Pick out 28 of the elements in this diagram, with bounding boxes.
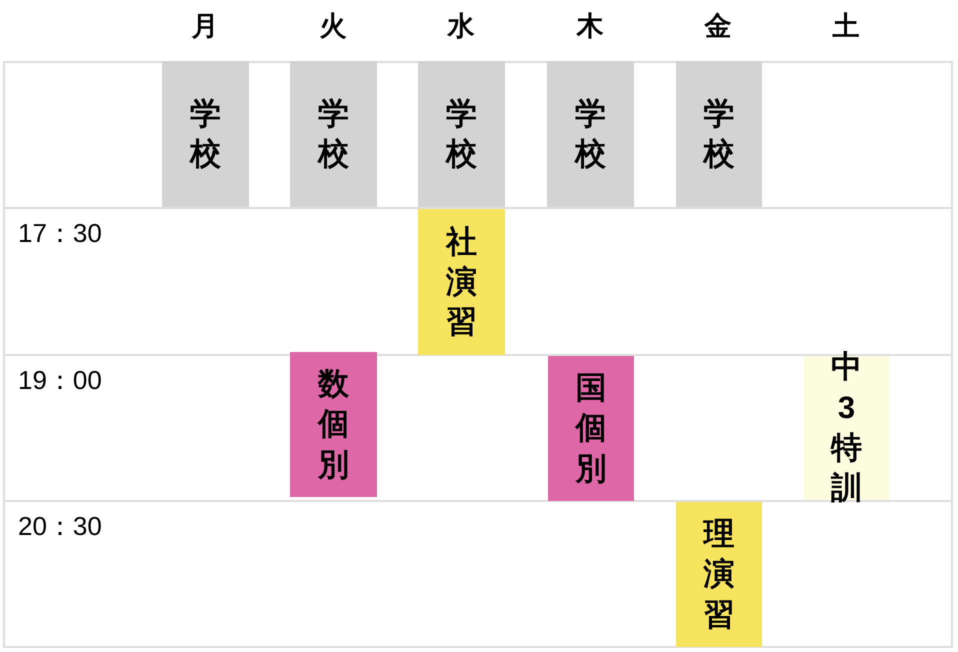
class-block: [418, 209, 505, 355]
subject-text: 理演習: [704, 515, 734, 634]
subject-text: 国個別: [576, 369, 606, 488]
subject-text: 学校: [575, 94, 606, 173]
class-block: [290, 352, 377, 497]
subject-text: 中3特訓: [831, 348, 862, 508]
class-block: [547, 61, 634, 207]
day-header: 水: [446, 10, 476, 43]
subject-text: 学校: [190, 94, 221, 173]
subject-text: 社演習: [446, 222, 477, 342]
class-block: [548, 356, 634, 501]
class-block: [676, 61, 762, 207]
day-header: 土: [832, 10, 860, 43]
day-header: 火: [318, 10, 348, 43]
subject-text: 学校: [446, 94, 477, 173]
subject-text: 数個別: [318, 365, 349, 484]
class-block: [162, 61, 249, 207]
class-block: [418, 61, 505, 207]
class-block: [290, 61, 377, 207]
subject-text: 学校: [704, 94, 734, 173]
day-header: 月: [190, 10, 220, 43]
time-label: 20：30: [18, 510, 102, 543]
day-header: 木: [575, 10, 604, 43]
class-block: [676, 502, 762, 647]
time-label: 19：00: [18, 364, 102, 397]
day-header: 金: [703, 10, 732, 43]
subject-text: 学校: [318, 94, 349, 173]
time-label: 17：30: [18, 217, 102, 250]
